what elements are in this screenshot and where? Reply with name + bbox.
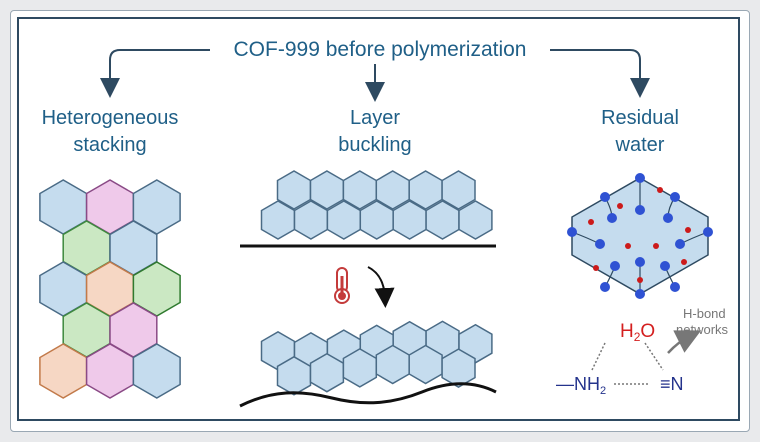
framework-node: [703, 227, 713, 237]
heading-water-line2: water: [615, 134, 665, 156]
water-molecule: [617, 203, 623, 209]
thermometer-icon: [334, 267, 350, 304]
water-molecule: [681, 259, 687, 265]
water-molecule: [685, 227, 691, 233]
amine-label: —NH2: [556, 374, 606, 397]
pore-dots: [567, 173, 713, 299]
hbond-arrow: [667, 330, 702, 354]
flat-hex-layer: [260, 170, 493, 240]
framework-node: [600, 192, 610, 202]
framework-node: [670, 192, 680, 202]
flat-hex: [441, 170, 476, 210]
framework-node: [660, 261, 670, 271]
heading-stacking-line2: stacking: [73, 134, 146, 156]
framework-node: [600, 282, 610, 292]
buckled-hex: [441, 348, 476, 388]
water-molecule: [657, 187, 663, 193]
flat-hex: [458, 200, 493, 240]
framework-node: [675, 239, 685, 249]
framework-node: [670, 282, 680, 292]
hbond-label-line1: H-bond: [683, 306, 726, 321]
hbond-label-line2: networks: [676, 322, 729, 337]
buckled-hex-layer: [260, 320, 493, 396]
water-molecule: [588, 219, 594, 225]
water-molecule: [653, 243, 659, 249]
stacking-hex: [132, 343, 181, 399]
framework-node: [607, 213, 617, 223]
heading-water-line1: Residual: [601, 107, 679, 129]
heterogeneous-stacking-honeycomb: [39, 179, 181, 399]
water-label: H2O: [620, 321, 655, 344]
framework-node: [595, 239, 605, 249]
diagram-title: COF-999 before polymerization: [234, 38, 527, 61]
framework-node: [635, 205, 645, 215]
nitrile-label: ≡N: [660, 374, 684, 394]
branch-arrows: [100, 49, 650, 102]
framework-node: [663, 213, 673, 223]
framework-node: [635, 173, 645, 183]
water-molecule: [625, 243, 631, 249]
water-molecule: [637, 277, 643, 283]
water-molecule: [593, 265, 599, 271]
heating-arrow: [367, 266, 395, 308]
heading-buckling-line2: buckling: [338, 134, 411, 156]
framework-node: [635, 257, 645, 267]
heading-stacking-line1: Heterogeneous: [42, 107, 179, 129]
wavy-substrate-line: [239, 382, 497, 408]
framework-node: [635, 289, 645, 299]
hbond-dash-cn: [644, 342, 664, 371]
framework-node: [610, 261, 620, 271]
buckled-hex: [408, 344, 443, 385]
heading-buckling-line1: Layer: [350, 107, 400, 129]
framework-node: [567, 227, 577, 237]
hbond-dash-nh2: [591, 342, 606, 371]
